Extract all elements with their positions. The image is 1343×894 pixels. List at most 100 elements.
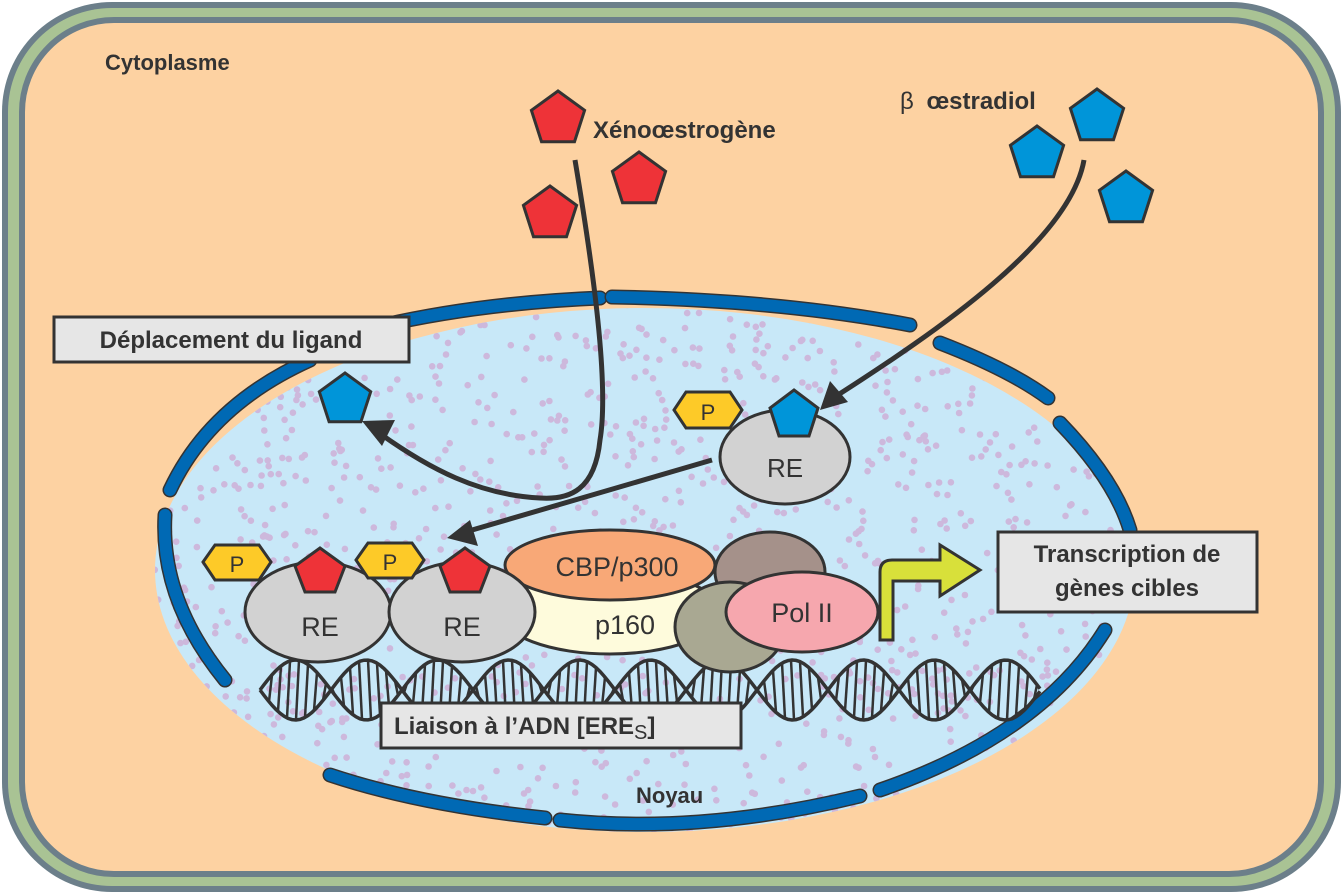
- nucleoplasm-dot: [503, 430, 511, 438]
- nucleoplasm-dot: [792, 506, 800, 513]
- nucleoplasm-dot: [526, 798, 534, 805]
- nucleoplasm-dot: [486, 507, 494, 514]
- nucleoplasm-dot: [752, 323, 760, 331]
- nucleoplasm-dot: [210, 487, 217, 494]
- nucleoplasm-dot: [173, 554, 180, 562]
- nucleoplasm-dot: [882, 413, 889, 420]
- nucleoplasm-dot: [340, 474, 348, 481]
- nucleoplasm-dot: [281, 501, 289, 509]
- dna-base-pair: [339, 677, 346, 707]
- nucleoplasm-dot: [759, 321, 766, 328]
- nucleoplasm-dot: [1008, 496, 1015, 503]
- nucleoplasm-dot: [888, 666, 896, 674]
- nucleoplasm-dot: [640, 422, 647, 430]
- nucleoplasm-dot: [279, 733, 286, 741]
- nucleoplasm-dot: [833, 504, 840, 511]
- dna-base-pair: [771, 670, 778, 713]
- nucleoplasm-dot: [962, 712, 969, 720]
- nucleoplasm-dot: [521, 376, 528, 383]
- nucleoplasm-dot: [197, 484, 204, 492]
- nucleoplasm-dot: [336, 497, 344, 504]
- nucleoplasm-dot: [1018, 621, 1026, 629]
- nucleoplasm-dot: [809, 337, 816, 345]
- nucleoplasm-dot: [895, 481, 902, 488]
- nucleoplasm-dot: [243, 695, 250, 702]
- nucleoplasm-dot: [932, 442, 940, 450]
- nucleoplasm-dot: [403, 759, 410, 766]
- nucleoplasm-dot: [241, 466, 249, 474]
- nucleoplasm-dot: [582, 337, 590, 344]
- nucleoplasm-dot: [267, 710, 274, 718]
- nucleoplasm-dot: [861, 552, 869, 559]
- nucleoplasm-dot: [809, 659, 816, 666]
- nucleoplasm-dot: [432, 396, 439, 404]
- nucleoplasm-dot: [670, 439, 678, 446]
- nucleoplasm-dot: [312, 396, 320, 403]
- nucleoplasm-dot: [730, 516, 737, 524]
- nucleoplasm-dot: [688, 473, 695, 481]
- nucleoplasm-dot: [633, 769, 640, 777]
- nucleoplasm-dot: [175, 562, 182, 570]
- nucleoplasm-dot: [871, 753, 879, 761]
- nucleoplasm-dot: [398, 772, 406, 780]
- dna-base-pair: [744, 679, 751, 705]
- nucleoplasm-dot: [893, 606, 901, 614]
- nucleoplasm-dot: [1026, 690, 1033, 698]
- nucleoplasm-dot: [359, 507, 367, 514]
- nucleoplasm-dot: [583, 342, 591, 350]
- dna-base-pair: [807, 667, 814, 710]
- nucleoplasm-dot: [281, 416, 288, 424]
- nucleoplasm-dot: [859, 508, 866, 515]
- nucleoplasm-dot: [835, 410, 842, 418]
- nucleoplasm-dot: [986, 439, 994, 446]
- phospho-label: P: [230, 552, 245, 577]
- nucleoplasm-dot: [669, 801, 677, 808]
- nucleoplasm-dot: [695, 309, 703, 317]
- nucleoplasm-dot: [464, 381, 472, 389]
- dna-base-pair: [861, 660, 868, 721]
- dna-base-pair: [600, 677, 607, 707]
- nucleoplasm-dot: [607, 431, 614, 438]
- nucleoplasm-dot: [222, 693, 229, 700]
- nucleoplasm-dot: [885, 761, 893, 769]
- nucleoplasm-dot: [436, 362, 444, 370]
- nucleoplasm-dot: [632, 419, 640, 426]
- nucleoplasm-dot: [740, 399, 747, 407]
- nucleoplasm-dot: [463, 786, 470, 794]
- nucleoplasm-dot: [224, 619, 231, 626]
- nucleoplasm-dot: [617, 350, 624, 357]
- nucleoplasm-dot: [948, 596, 955, 604]
- nucleoplasm-dot: [528, 662, 536, 669]
- nucleoplasm-dot: [388, 758, 396, 765]
- nucleoplasm-dot: [918, 546, 926, 553]
- nucleoplasm-dot: [212, 623, 219, 630]
- nucleoplasm-dot: [1081, 620, 1089, 628]
- nucleoplasm-dot: [555, 412, 563, 420]
- nucleoplasm-dot: [953, 625, 960, 632]
- nucleoplasm-dot: [743, 321, 751, 329]
- nucleoplasm-dot: [155, 566, 159, 574]
- cbp-p300-label: CBP/p300: [555, 552, 678, 582]
- nucleoplasm-dot: [741, 411, 749, 418]
- nucleoplasm-dot: [493, 531, 500, 538]
- nucleoplasm-dot: [534, 483, 541, 490]
- nucleoplasm-dot: [261, 521, 269, 529]
- nucleoplasm-dot: [780, 509, 788, 517]
- nucleoplasm-dot: [697, 436, 704, 444]
- nucleoplasm-dot: [925, 481, 932, 489]
- nucleoplasm-dot: [264, 441, 271, 448]
- nucleoplasm-dot: [771, 376, 779, 383]
- nucleoplasm-dot: [612, 423, 620, 430]
- nucleoplasm-dot: [969, 385, 976, 392]
- transcription-callout: Transcription de gènes cibles: [996, 530, 1259, 614]
- nucleoplasm-dot: [929, 369, 936, 377]
- nucleoplasm-dot: [264, 457, 272, 464]
- nucleoplasm-dot: [943, 525, 950, 532]
- nucleoplasm-dot: [1022, 632, 1029, 639]
- nucleoplasm-dot: [888, 657, 895, 665]
- nucleoplasm-dot: [547, 416, 555, 423]
- nucleoplasm-dot: [523, 345, 530, 352]
- dna-base-pair: [384, 670, 391, 707]
- estradiol-label: β œstradiol: [900, 88, 1036, 115]
- nucleoplasm-dot: [929, 675, 936, 682]
